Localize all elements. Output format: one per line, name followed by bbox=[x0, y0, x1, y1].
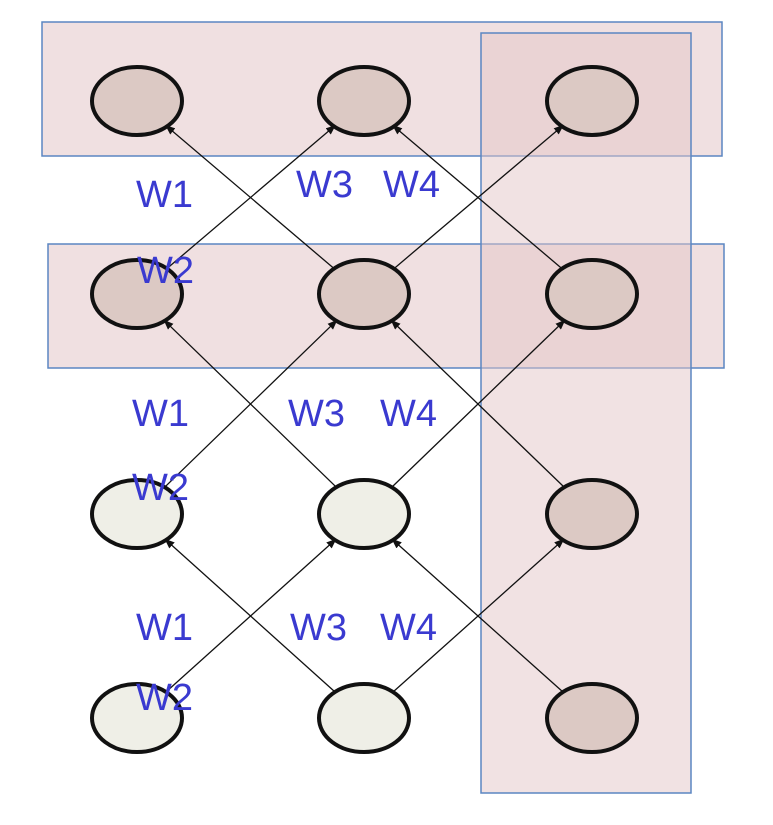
connection-arrow bbox=[165, 124, 336, 270]
weight-label-w3: W3 bbox=[290, 607, 347, 649]
connection-arrow bbox=[391, 538, 565, 694]
connection-arrow bbox=[163, 319, 338, 489]
weight-label-w1: W1 bbox=[136, 607, 193, 649]
neuron-node bbox=[90, 478, 184, 550]
weight-label-w2: W2 bbox=[132, 467, 189, 509]
connection-arrow bbox=[392, 124, 564, 270]
weight-label-w4: W4 bbox=[380, 607, 437, 649]
weight-label-w3: W3 bbox=[296, 164, 353, 206]
weight-label-w2: W2 bbox=[136, 677, 193, 719]
neuron-node bbox=[90, 682, 184, 754]
neuron-node bbox=[90, 65, 184, 137]
neuron-node bbox=[317, 65, 411, 137]
neuron-node bbox=[317, 258, 411, 330]
weight-label-w4: W4 bbox=[383, 164, 440, 206]
neuron-node bbox=[545, 478, 639, 550]
connection-arrows bbox=[163, 124, 566, 694]
connection-arrow bbox=[164, 538, 337, 694]
right-column-band bbox=[480, 32, 692, 794]
neuron-node bbox=[545, 682, 639, 754]
weight-label-w2: W2 bbox=[137, 250, 194, 292]
weight-label-w4: W4 bbox=[380, 393, 437, 435]
neuron-node bbox=[90, 258, 184, 330]
node-grid bbox=[90, 65, 639, 754]
weight-label-w3: W3 bbox=[288, 393, 345, 435]
neuron-node bbox=[317, 478, 411, 550]
neuron-node bbox=[317, 682, 411, 754]
neuron-node bbox=[545, 65, 639, 137]
connection-arrow bbox=[390, 319, 566, 489]
weight-label-w1: W1 bbox=[136, 174, 193, 216]
weight-label-w1: W1 bbox=[132, 393, 189, 435]
neuron-node bbox=[545, 258, 639, 330]
